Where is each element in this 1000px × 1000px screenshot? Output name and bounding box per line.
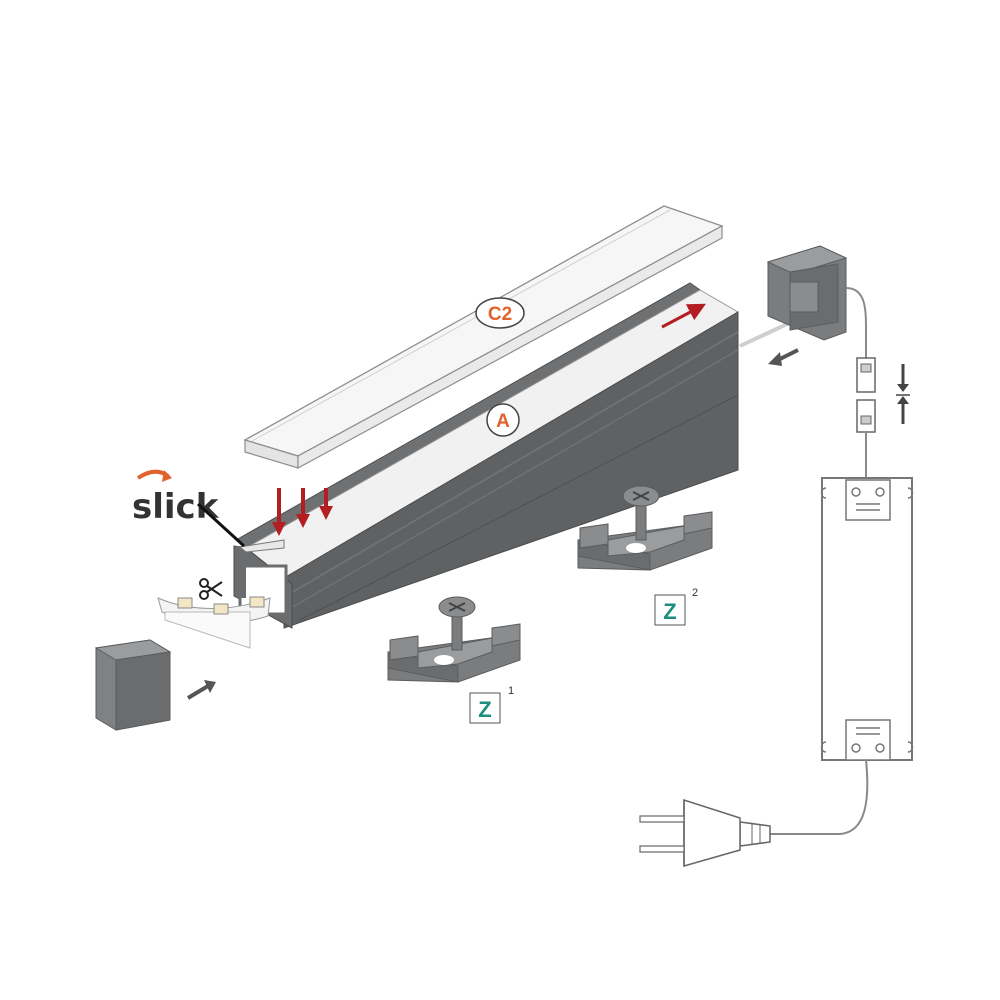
cover-callout: C2	[475, 297, 525, 329]
clip-secondary-index: 2	[692, 587, 698, 599]
cable-end-cap-icon	[739, 245, 848, 348]
connect-arrows-icon	[896, 364, 910, 424]
profile-callout: A	[486, 403, 520, 437]
profile-label: A	[496, 411, 510, 432]
cable-end-arrow-icon	[768, 348, 799, 366]
led-strip-icon	[157, 596, 271, 649]
cover-label: C2	[488, 304, 512, 325]
brand-text: slick	[132, 487, 220, 527]
brand-logo: slick	[132, 469, 246, 548]
mounting-clip-secondary-icon	[577, 511, 713, 571]
clip-primary-index: 1	[508, 685, 514, 697]
mains-plug-icon	[639, 759, 869, 867]
power-supply-icon	[820, 477, 914, 761]
clip-secondary-label: Z 2	[654, 587, 698, 626]
mounting-clip-icon	[387, 623, 521, 683]
clip-primary-letter: Z	[478, 697, 491, 722]
screw-icon	[438, 596, 476, 651]
slide-arrow-icon	[661, 303, 706, 329]
end-cap-arrow-icon	[186, 680, 216, 700]
connector-icon	[845, 287, 876, 478]
clip-secondary-letter: Z	[663, 599, 676, 624]
diffuser-cover-icon	[243, 205, 724, 470]
end-cap-icon	[94, 639, 172, 731]
insert-arrows-icon	[272, 488, 333, 536]
scissors-icon	[199, 578, 223, 600]
clip-primary-label: Z 1	[469, 685, 514, 724]
aluminium-profile-icon	[233, 282, 739, 629]
screw-secondary-icon	[622, 485, 660, 541]
